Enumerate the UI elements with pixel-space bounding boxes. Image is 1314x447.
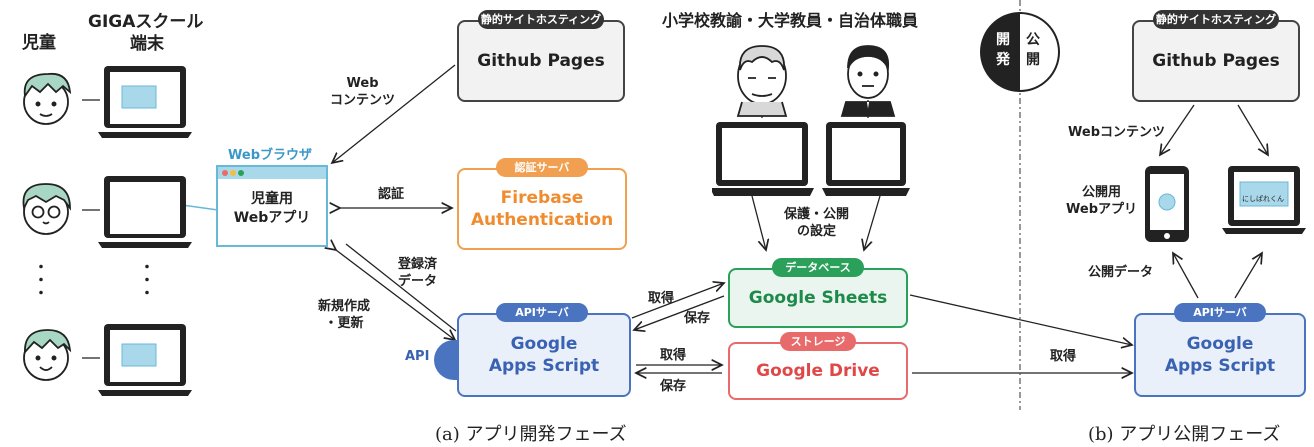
browser-app-line2: Webアプリ: [233, 210, 311, 226]
static-hosting-tag-b: 静的サイトホスティング: [1153, 10, 1279, 29]
edge-save1: 保存: [684, 311, 711, 326]
storage-tag: ストレージ: [780, 332, 856, 351]
students-ellipsis: ・ ・ ・: [34, 260, 48, 302]
edge-public-app: 公開用 Webアプリ: [1066, 185, 1137, 217]
laptops-ellipsis: ・ ・ ・: [140, 260, 154, 302]
auth-server-tag: 認証サーバ: [496, 158, 588, 177]
edge-registered: 登録済 データ: [398, 257, 438, 289]
drive-label: Google Drive: [756, 361, 880, 381]
firebase-auth-box[interactable]: Firebase Authentication: [457, 168, 627, 250]
edge-web-contents: Web コンテンツ: [330, 76, 396, 108]
gas-b-line1: Google: [1186, 334, 1254, 354]
dev-phase-label: 開 発: [996, 32, 1010, 68]
screen-logo: にしぱれくん: [1242, 195, 1284, 203]
browser-app-line1: 児童用: [251, 191, 293, 207]
google-sheets-box[interactable]: Google Sheets: [728, 268, 908, 328]
gas-a-line1: Google: [510, 334, 578, 354]
edge-web-contents-b: Webコンテンツ: [1068, 125, 1165, 140]
github-pages-b-box[interactable]: Github Pages: [1132, 20, 1300, 102]
api-label: API: [405, 349, 430, 364]
static-hosting-tag: 静的サイトホスティング: [478, 10, 604, 29]
firebase-line1: Firebase: [500, 188, 584, 208]
pub-phase-label: 公 開: [1026, 32, 1040, 68]
caption-a: (a) アプリ開発フェーズ: [435, 424, 627, 445]
student-laptops: [98, 66, 192, 396]
api-server-tag-a: APIサーバ: [496, 303, 588, 322]
edge-protect: 保護・公開 の設定: [784, 207, 850, 239]
gas-b-box[interactable]: Google Apps Script: [1134, 313, 1306, 397]
student-faces: [22, 72, 72, 381]
sheets-label: Google Sheets: [748, 288, 888, 308]
edge-get3: 取得: [1050, 349, 1077, 364]
edge-create-update: 新規作成 ・更新: [318, 299, 371, 331]
caption-b: (b) アプリ公開フェーズ: [1088, 424, 1281, 445]
teachers-title: 小学校教諭・大学教員・自治体職員: [662, 11, 919, 30]
github-pages-label: Github Pages: [477, 51, 605, 71]
edge-public-data: 公開データ: [1088, 265, 1154, 280]
edge-save2: 保存: [660, 379, 687, 394]
github-pages-box[interactable]: Github Pages: [457, 20, 625, 102]
students-label: 児童: [22, 33, 56, 53]
google-drive-box[interactable]: Google Drive: [728, 342, 908, 400]
database-tag: データベース: [772, 258, 864, 277]
browser-tag: Webブラウザ: [228, 148, 312, 163]
edge-auth: 認証: [378, 187, 405, 202]
public-devices: [1145, 166, 1306, 242]
giga-label-line2: 端末: [130, 34, 164, 54]
giga-label-line1: GIGAスクール: [88, 12, 204, 32]
gas-a-line2: Apps Script: [488, 356, 600, 376]
github-pages-b-label: Github Pages: [1152, 51, 1280, 71]
edge-get2: 取得: [660, 348, 687, 363]
webbrowser-window[interactable]: 児童用 Webアプリ: [216, 165, 328, 247]
firebase-line2: Authentication: [470, 210, 614, 230]
teachers-illustration: [712, 45, 910, 196]
gas-b-line2: Apps Script: [1164, 356, 1276, 376]
gas-a-box[interactable]: Google Apps Script: [457, 313, 631, 397]
api-server-tag-b: APIサーバ: [1174, 303, 1266, 322]
edge-get1: 取得: [648, 291, 675, 306]
